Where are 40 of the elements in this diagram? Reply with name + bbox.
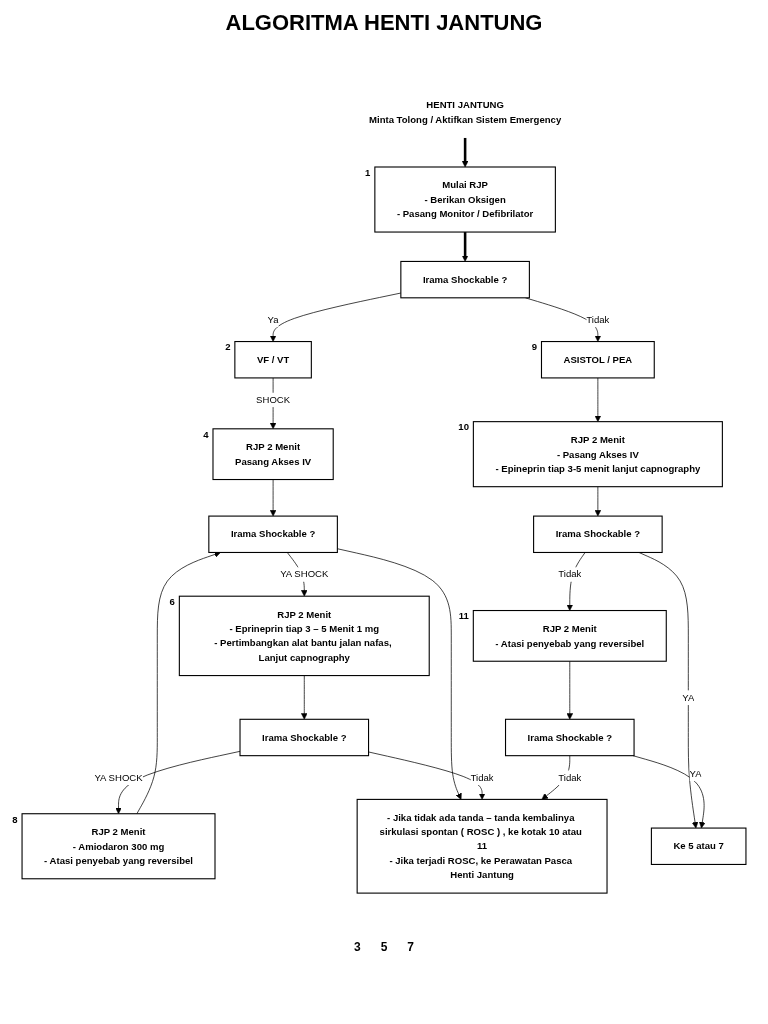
node-box: Irama Shockable ? [533, 515, 663, 553]
step-number: 7 [407, 940, 415, 954]
node-box: Irama Shockable ? [504, 718, 635, 757]
node-box: RJP 2 Menit - Eprineprin tiap 3 – 5 Menit 1 mg - Pertimbangkan alat bantu jalan nafas, Lanjut capnography [178, 595, 430, 677]
node-box: Mulai RJP - Berikan Oksigen - Pasang Monitor / Defibrilator [374, 166, 556, 233]
node-box: Irama Shockable ? [208, 515, 338, 553]
node-box: Irama Shockable ? [239, 718, 370, 757]
step-number: 3 [353, 940, 361, 954]
step-number: 10 [458, 421, 469, 433]
edge-label: SHOCK [256, 394, 291, 406]
step-number: 4 [203, 428, 209, 440]
arrow [461, 137, 469, 168]
step-number: 11 [458, 610, 469, 622]
step-number: 1 [365, 166, 371, 178]
edge-label: Tidak [558, 568, 582, 580]
edge-label: YA SHOCK [94, 771, 143, 783]
step-number: 9 [531, 341, 538, 353]
edge-label: YA [682, 691, 695, 703]
node-box: ASISTOL / PEA [540, 341, 655, 379]
node-box: RJP 2 Menit - Amiodaron 300 mg - Atasi penyebab yang reversibel [21, 813, 216, 880]
step-number: 8 [12, 813, 18, 825]
node-box: VF / VT [234, 341, 312, 379]
edge-label: Tidak [558, 771, 582, 783]
step-number: 5 [380, 940, 388, 954]
step-number: 6 [169, 596, 175, 607]
arrow [461, 232, 469, 262]
edge-label: Tidak [470, 771, 494, 783]
edge-label: YA [689, 767, 702, 779]
edge-label: Ya [267, 313, 279, 326]
node-box: Irama Shockable ? [400, 260, 530, 299]
node-box: RJP 2 Menit Pasang Akses IV [212, 428, 334, 481]
node-text: HENTI JANTUNG Minta Tolong / Aktifkan Sistem Emergency [369, 99, 562, 125]
node-box: RJP 2 Menit - Atasi penyebab yang reversibel [472, 610, 667, 662]
edge-label: YA SHOCK [280, 568, 329, 580]
node-box: - Jika tidak ada tanda – tanda kembalinya sirkulasi spontan ( ROSC ) , ke kotak 10 atau 11 - Jika terjadi ROSC, ke Perawatan Pasca Henti Jantung [356, 798, 608, 894]
edge-label: Tidak [586, 313, 610, 326]
node-box: Ke 5 atau 7 [650, 827, 747, 865]
node-box: RJP 2 Menit - Pasang Akses IV - Epineprin tiap 3-5 menit lanjut capnography [472, 421, 723, 488]
diagram-title: ALGORITMA HENTI JANTUNG [224, 10, 544, 36]
step-number: 2 [225, 341, 231, 353]
